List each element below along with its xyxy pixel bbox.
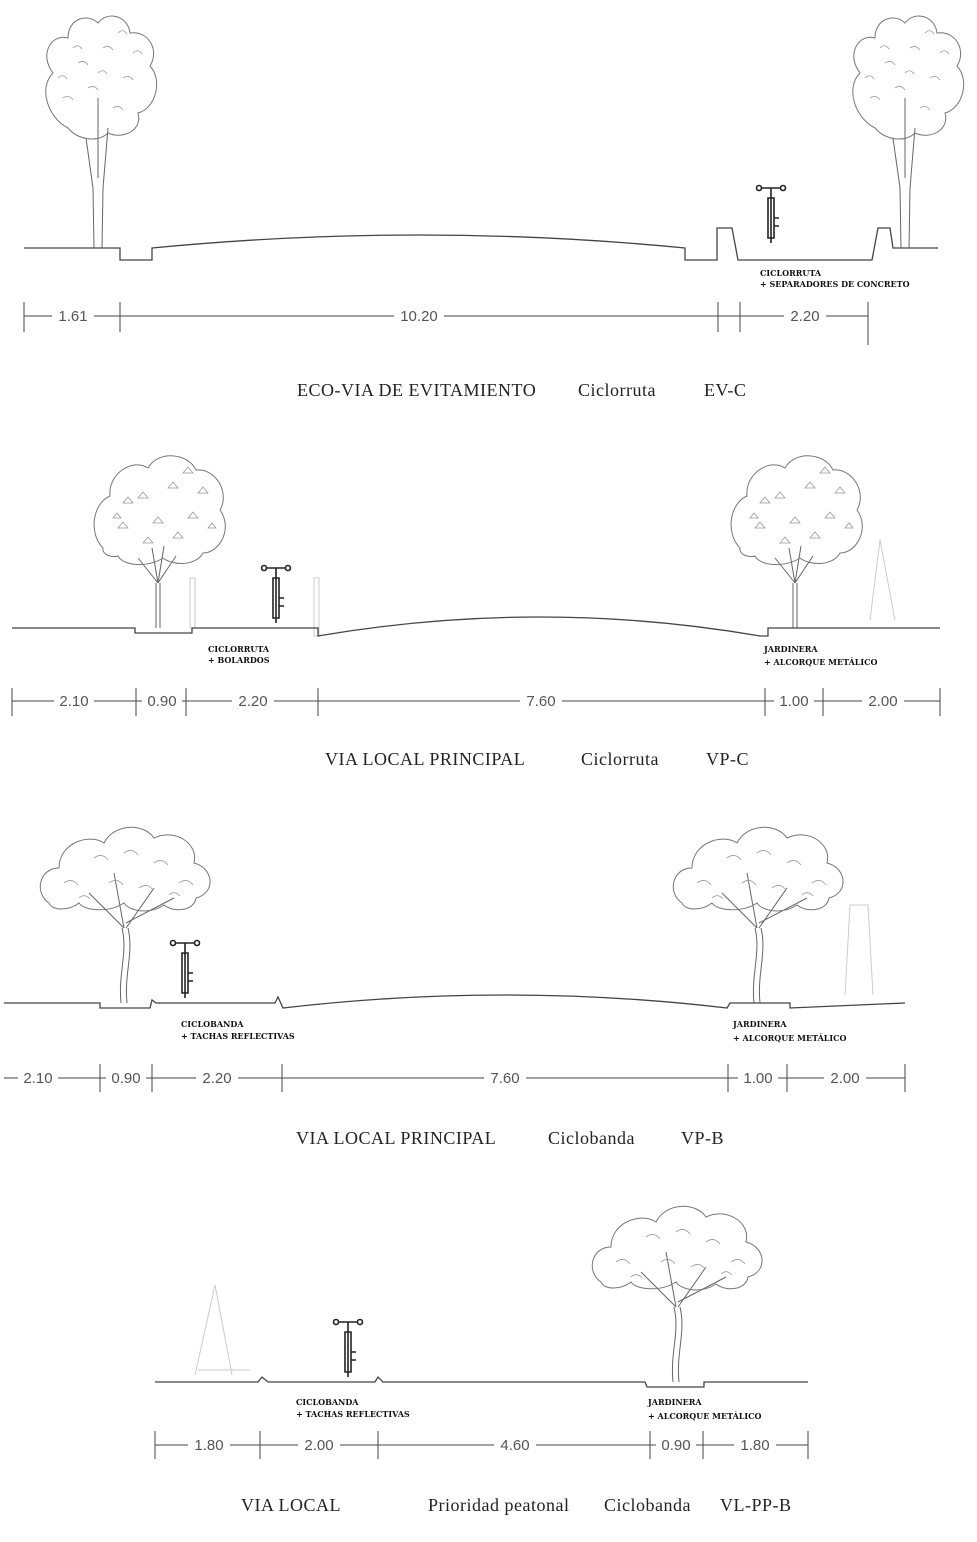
tree-right: [730, 455, 863, 629]
section-title: VIA LOCAL PRINCIPAL: [296, 1128, 496, 1148]
section-eco-via: CICLORRUTA + SEPARADORES DE CONCRETO 1.6…: [23, 15, 965, 400]
section-type: Ciclobanda: [604, 1495, 691, 1515]
note-ciclorruta-line1: CICLORRUTA: [208, 644, 270, 654]
dim-0-90: 0.90: [147, 693, 176, 710]
note-jardinera-line2: + ALCORQUE METÁLICO: [764, 657, 878, 667]
bicycle-icon: [169, 939, 201, 999]
faint-figure: [194, 1284, 250, 1376]
dim-1-80: 1.80: [740, 1437, 769, 1454]
dimension-line: 1.80 2.00 4.60 0.90 1.80: [154, 1431, 809, 1459]
dim-1-80: 1.80: [194, 1437, 223, 1454]
section-code: VP-B: [681, 1128, 724, 1148]
tree-right: [672, 826, 844, 1004]
section-code: VP-C: [706, 749, 749, 769]
dim-1-00: 1.00: [743, 1070, 772, 1087]
ground-profile: [155, 1375, 808, 1388]
dim-2-10: 2.10: [59, 693, 88, 710]
dim-4-60: 4.60: [500, 1437, 529, 1454]
faint-figure: [869, 539, 896, 621]
dim-2-20: 2.20: [202, 1070, 231, 1087]
dim-1-61: 1.61: [58, 308, 87, 325]
dim-0-90: 0.90: [111, 1070, 140, 1087]
ground-profile: [12, 616, 940, 637]
section-type: Ciclobanda: [548, 1128, 635, 1148]
section-via-local: CICLOBANDA + TACHAS REFLECTIVAS JARDINER…: [154, 1205, 809, 1515]
note-jardinera-line1: JARDINERA: [763, 644, 818, 654]
section-via-local-principal-ciclorruta: CICLORRUTA + BOLARDOS JARDINERA + ALCORQ…: [11, 455, 941, 769]
note-ciclorruta-line1: CICLORRUTA: [760, 268, 822, 278]
note-jardinera-line1: JARDINERA: [647, 1397, 702, 1407]
bicycle-icon: [755, 184, 787, 244]
dim-2-00: 2.00: [868, 693, 897, 710]
dimension-line: 2.10 0.90 2.20 7.60 1.00 2.00: [11, 688, 941, 716]
faint-figure: [844, 904, 874, 996]
section-title: ECO-VIA DE EVITAMIENTO: [297, 380, 536, 400]
note-jardinera-line2: + ALCORQUE METÁLICO: [648, 1411, 762, 1421]
dim-7-60: 7.60: [490, 1070, 519, 1087]
dimension-line: 2.10 0.90 2.20 7.60 1.00 2.00: [4, 1064, 906, 1092]
note-ciclorruta-line2: + SEPARADORES DE CONCRETO: [760, 279, 910, 289]
section-code: VL-PP-B: [720, 1495, 792, 1515]
section-priority: Prioridad peatonal: [428, 1495, 569, 1515]
note-jardinera-line1: JARDINERA: [732, 1019, 787, 1029]
section-title: VIA LOCAL: [241, 1495, 341, 1515]
section-code: EV-C: [704, 380, 746, 400]
section-type: Ciclorruta: [578, 380, 656, 400]
section-title: VIA LOCAL PRINCIPAL: [325, 749, 525, 769]
section-via-local-principal-ciclobanda: CICLOBANDA + TACHAS REFLECTIVAS JARDINER…: [4, 826, 906, 1148]
dim-2-20: 2.20: [790, 308, 819, 325]
dim-0-90: 0.90: [661, 1437, 690, 1454]
bicycle-icon: [260, 564, 292, 624]
dim-7-60: 7.60: [526, 693, 555, 710]
bicycle-icon: [332, 1318, 364, 1378]
note-ciclobanda-line2: + TACHAS REFLECTIVAS: [296, 1409, 410, 1419]
note-ciclobanda-line2: + TACHAS REFLECTIVAS: [181, 1031, 295, 1041]
note-ciclobanda-line1: CICLOBANDA: [296, 1397, 359, 1407]
dim-10-20: 10.20: [400, 308, 438, 325]
bollard: [189, 577, 196, 629]
ground-profile: [4, 994, 906, 1009]
tree-right: [591, 1205, 763, 1383]
note-ciclobanda-line1: CICLOBANDA: [181, 1019, 244, 1029]
tree-left: [93, 455, 226, 629]
dim-1-00: 1.00: [779, 693, 808, 710]
ground-profile: [24, 227, 938, 261]
dim-2-10: 2.10: [23, 1070, 52, 1087]
dim-2-00: 2.00: [304, 1437, 333, 1454]
dimension-line: 1.61 10.20 2.20: [23, 302, 869, 345]
bollard: [313, 577, 320, 637]
tree-left: [45, 15, 158, 249]
note-ciclorruta-line2: + BOLARDOS: [208, 655, 270, 665]
dim-2-20: 2.20: [238, 693, 267, 710]
dim-2-00: 2.00: [830, 1070, 859, 1087]
section-type: Ciclorruta: [581, 749, 659, 769]
note-jardinera-line2: + ALCORQUE METÁLICO: [733, 1033, 847, 1043]
tree-right: [852, 15, 965, 249]
